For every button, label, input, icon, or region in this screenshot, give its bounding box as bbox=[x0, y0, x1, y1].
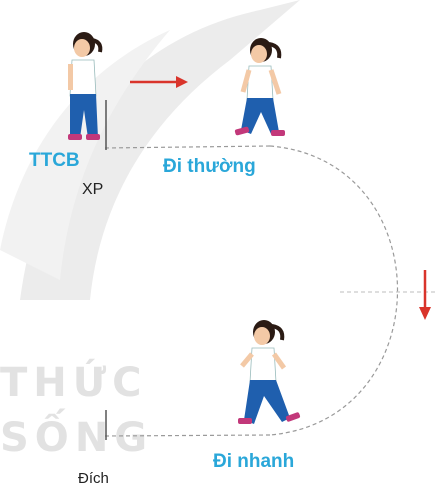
xp-label: XP bbox=[82, 181, 104, 198]
fast-walking-girl-icon bbox=[238, 320, 301, 424]
walk-normal-label: Đi thường bbox=[163, 156, 256, 177]
curve-path-line bbox=[269, 145, 398, 436]
walk-fast-label: Đi nhanh bbox=[213, 451, 295, 472]
watermark-text-1: THỨC bbox=[0, 360, 148, 406]
standing-girl-icon bbox=[68, 32, 103, 140]
finish-label: Đích bbox=[78, 470, 109, 487]
down-arrow-icon bbox=[419, 270, 431, 320]
watermark-text-2: SỐNG bbox=[0, 415, 154, 461]
right-arrow-icon bbox=[130, 76, 188, 88]
walking-girl-icon bbox=[234, 38, 285, 136]
start-label: TTCB bbox=[29, 150, 80, 171]
bottom-path-line bbox=[104, 434, 271, 437]
top-path-line bbox=[104, 145, 271, 149]
